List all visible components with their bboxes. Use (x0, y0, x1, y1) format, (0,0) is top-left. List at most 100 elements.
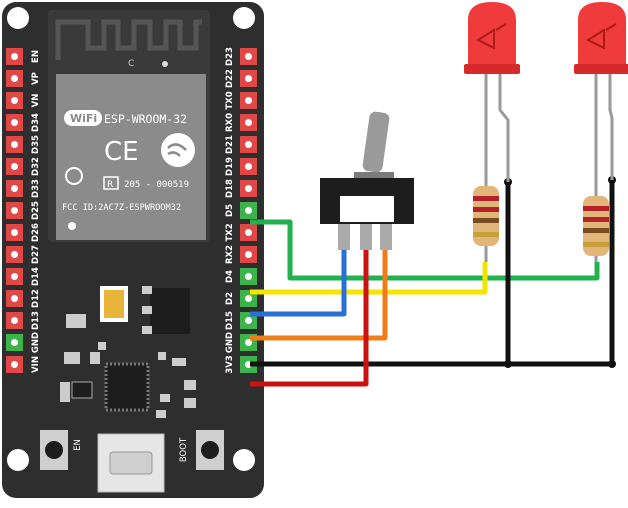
wire-black (250, 180, 615, 367)
ground-mark-icon (65, 167, 83, 185)
pin-label-left-d34: D34 (31, 113, 41, 132)
r-mark-box (103, 176, 119, 190)
mount-hole (233, 7, 255, 29)
pin-label-left-vp: VP (31, 72, 41, 85)
module-code: 205 - 000519 (124, 180, 189, 190)
led-2-lens (578, 2, 626, 64)
pin-hole (11, 339, 18, 346)
wires (250, 180, 615, 387)
pin-label-left-d32: D32 (31, 157, 41, 176)
ce-mark-icon: CE (104, 137, 139, 167)
boot-button-label: BOOT (179, 437, 189, 462)
pin-label-left-vin: VIN (31, 356, 41, 373)
led-2 (574, 2, 628, 190)
pin-hole (11, 75, 18, 82)
pin-hole (245, 141, 252, 148)
pin-hole (245, 339, 252, 346)
capacitor-tantalum (104, 290, 124, 318)
module-dot (162, 61, 168, 67)
resistor-1 (473, 170, 499, 262)
pin-hole (11, 185, 18, 192)
r-mark: R (107, 180, 113, 190)
pin-hole (245, 229, 252, 236)
pin-label-left-d13: D13 (31, 311, 41, 330)
antenna-trace (55, 19, 202, 60)
pin-label-left-d33: D33 (31, 179, 41, 198)
pin-hole (11, 295, 18, 302)
pin-label-right-d22: D22 (225, 69, 235, 88)
pin-hole (245, 163, 252, 170)
switch-pin (380, 224, 392, 250)
led-1 (464, 2, 520, 186)
pin-hole (11, 163, 18, 170)
pin-hole (245, 295, 252, 302)
pin-hole (11, 207, 18, 214)
wifi-badge-text: WiFi (70, 112, 97, 125)
module-small-label: C (128, 59, 134, 69)
module-title: ESP-WROOM-32 (104, 112, 187, 126)
pin-hole (245, 317, 252, 324)
junction-dot (608, 360, 616, 368)
pin-label-left-d27: D27 (31, 245, 41, 264)
wire-orange (250, 248, 388, 341)
pin-hole (11, 317, 18, 324)
resistor-2 (583, 180, 609, 262)
pin-label-right-rx2: RX2 (225, 245, 235, 264)
wire-blue (250, 248, 347, 317)
mount-hole (7, 449, 29, 471)
pin-hole (11, 53, 18, 60)
pin-label-right-d4: D4 (225, 270, 235, 283)
left-pin-header: ENVPVND34D35D32D33D25D26D27D14D12D13GNDV… (6, 48, 41, 373)
pin-label-right-tx2: TX2 (225, 223, 235, 241)
pin-hole (245, 119, 252, 126)
mount-hole (233, 449, 255, 471)
pin-label-left-vn: VN (31, 94, 41, 108)
wifi-badge (64, 110, 102, 126)
pin-hole (245, 53, 252, 60)
pin-hole (245, 185, 252, 192)
right-pin-header: D23D22TX0RX0D21D19D18D5TX2RX2D4D2D15GND3… (225, 47, 257, 374)
pin-hole (245, 75, 252, 82)
pin-hole (245, 207, 252, 214)
smd-part (90, 352, 100, 364)
toggle-switch[interactable] (320, 111, 414, 250)
smd-part (66, 314, 86, 328)
en-button-label: EN (73, 439, 83, 451)
pin-label-right-d15: D15 (225, 311, 235, 330)
usb-uart-chip (104, 362, 150, 412)
pin-label-left-en: EN (31, 50, 41, 63)
pin-label-right-d5: D5 (225, 204, 235, 217)
wire-red (250, 250, 369, 387)
smd-part (71, 381, 93, 399)
pin-label-left-d14: D14 (31, 267, 41, 286)
pin-label-left-gnd: GND (31, 332, 41, 353)
pin-hole (11, 273, 18, 280)
wire-green (250, 219, 600, 281)
pin-label-right-d23: D23 (225, 47, 235, 66)
pin-label-right-d21: D21 (225, 135, 235, 154)
pin-hole (11, 141, 18, 148)
pin-label-right-d2: D2 (225, 292, 235, 305)
smd-part (60, 382, 70, 402)
switch-lever[interactable] (362, 111, 390, 173)
module-fcc-id: FCC ID:2AC7Z-ESPWROOM32 (62, 203, 181, 213)
pin-label-left-d26: D26 (31, 223, 41, 242)
pin-label-left-d25: D25 (31, 201, 41, 220)
pin-hole (11, 251, 18, 258)
pin-hole (245, 273, 252, 280)
mount-hole (7, 7, 29, 29)
pin-label-left-d35: D35 (31, 135, 41, 154)
pin-hole (11, 119, 18, 126)
smd-part (64, 352, 80, 364)
pin-hole (245, 251, 252, 258)
esp32-board: C WiFi ESP-WROOM-32 CE R 205 - 000519 FC… (2, 2, 264, 498)
pin-label-right-tx0: TX0 (225, 91, 235, 109)
ldo-chip (150, 288, 190, 334)
pin-hole (11, 229, 18, 236)
module-pin1-dot (68, 222, 76, 230)
pin-label-right-d18: D18 (225, 179, 235, 198)
switch-pin (338, 224, 350, 250)
espressif-logo-icon (161, 133, 195, 167)
